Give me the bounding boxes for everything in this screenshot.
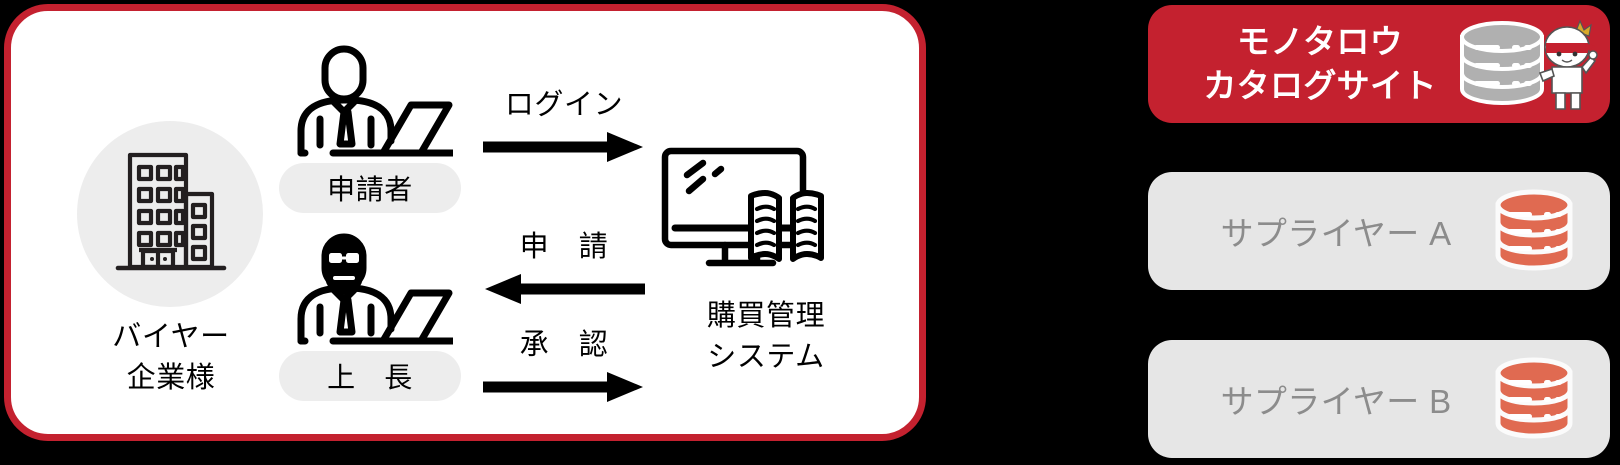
manager-label-pill: 上 長	[279, 351, 461, 401]
arrow-left-icon	[485, 274, 645, 304]
catalog-site-title: モノタロウ カタログサイト	[1186, 20, 1454, 108]
ninja-mascot-icon	[1538, 19, 1598, 110]
supplier-a-artwork	[1490, 183, 1610, 279]
person-with-glasses-at-laptop-icon	[297, 233, 453, 345]
flow-login-label: ログイン	[504, 89, 624, 121]
buyer-label-line2: 企業様	[126, 362, 216, 395]
catalog-artwork	[1454, 9, 1604, 119]
system-caption-line2: システム	[707, 341, 825, 374]
monitor-and-catalog-icon	[661, 147, 824, 267]
flow-approve-label: 承 認	[519, 329, 609, 361]
flow-request: 申 請	[481, 223, 647, 311]
manager-label: 上 長	[327, 362, 413, 393]
supplier-b-artwork	[1490, 351, 1610, 447]
purchasing-system-caption: 購買管理 システム	[661, 296, 871, 378]
system-caption-line1: 購買管理	[706, 300, 826, 332]
applicant-label-pill: 申請者	[279, 163, 461, 213]
catalog-site-card[interactable]: モノタロウ カタログサイト	[1148, 5, 1610, 123]
panel-edge-marker	[926, 231, 935, 240]
catalog-title-line2: カタログサイト	[1203, 67, 1437, 104]
actor-applicant: 申請者	[279, 45, 461, 213]
building-icon	[115, 152, 227, 271]
applicant-figure	[279, 45, 461, 173]
supplier-card-a[interactable]: サプライヤー A	[1148, 172, 1610, 290]
supplier-a-title: サプライヤー A	[1220, 215, 1452, 252]
supplier-b-title: サプライヤー B	[1220, 383, 1452, 420]
arrow-right-icon	[483, 372, 643, 402]
purchasing-system: 購買管理 システム	[661, 147, 871, 378]
person-at-laptop-icon	[297, 45, 453, 157]
flow-login: ログイン	[481, 81, 647, 169]
arrow-right-icon	[483, 132, 643, 162]
database-stack-icon	[1495, 357, 1573, 439]
buyer-organization: バイヤー 企業様	[77, 121, 267, 421]
catalog-title-line1: モノタロウ	[1237, 22, 1403, 60]
supplier-card-b[interactable]: サプライヤー B	[1148, 340, 1610, 458]
flow-approve: 承 認	[481, 321, 647, 409]
applicant-label: 申請者	[327, 174, 413, 205]
manager-figure	[279, 233, 461, 361]
actor-manager: 上 長	[279, 233, 461, 401]
buyer-organization-label: バイヤー 企業様	[73, 317, 269, 399]
buyer-panel: バイヤー 企業様	[4, 4, 926, 441]
flow-request-label: 申 請	[519, 231, 609, 263]
database-stack-icon	[1495, 189, 1573, 271]
flow-arrows-group: ログイン 申 請 承 認	[481, 81, 661, 411]
database-stack-icon	[1460, 21, 1544, 106]
buyer-label-line1: バイヤー	[112, 321, 230, 353]
